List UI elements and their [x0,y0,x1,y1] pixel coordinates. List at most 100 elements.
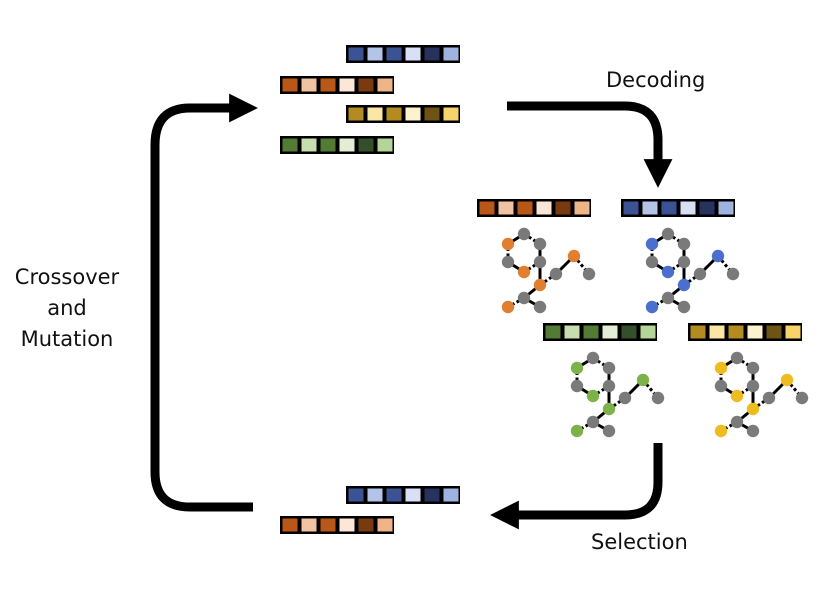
atom-highlight [533,278,547,292]
gene-cell [564,325,580,339]
gene-cell [358,78,374,92]
gene-cell [545,325,561,339]
gene-cell [785,325,801,339]
gene-cell [367,488,383,502]
selection-label: Selection [591,530,688,554]
gene-cell [339,138,355,152]
decoding-arrow [507,101,673,188]
gene-cell [301,138,317,152]
and-word: and [47,296,87,320]
gene-cell [536,201,552,215]
gene-cell [574,201,590,215]
gene-cell [766,325,782,339]
gene-cell [602,325,618,339]
atom [645,255,659,269]
atom-highlight [517,265,531,279]
crossover-arrow [150,93,258,512]
atom [730,351,744,365]
atom [677,300,691,314]
gene-cell [709,325,725,339]
atom [618,391,632,405]
gene-cell [555,201,571,215]
atom [533,300,547,314]
atom [693,267,707,281]
gene-cell [680,201,696,215]
atom [762,391,776,405]
gene-cell [424,107,440,121]
gene-cell [386,47,402,61]
selected-chromosome-blue [346,486,460,504]
gene-cell [728,325,744,339]
molecule-blue [645,227,740,314]
atom-highlight [501,300,515,314]
decoded-chromosome-gold [688,323,802,341]
atom [746,424,760,438]
gene-cell [339,78,355,92]
gene-cell [282,78,298,92]
selection-arrow [490,443,663,530]
atom [661,227,675,241]
gene-cell [424,47,440,61]
atom [726,267,740,281]
bond [716,255,735,275]
atom [549,267,563,281]
gene-cell [367,107,383,121]
gene-cell [405,488,421,502]
atom [661,291,675,305]
gene-cell [358,518,374,532]
atom-highlight [586,389,600,403]
atom [730,415,744,429]
atom-highlight [567,249,581,263]
population-chromosome-orange [280,76,394,94]
atom [677,237,691,251]
atom [746,361,760,375]
gene-cell [642,201,658,215]
molecule-gold [714,351,809,438]
atom [501,255,515,269]
atom [533,237,547,251]
gene-cell [348,107,364,121]
population-chromosome-blue [346,45,460,63]
atom [651,391,665,405]
gene-cell [386,107,402,121]
atom-highlight [602,402,616,416]
gene-cell [348,488,364,502]
gene-cell [320,78,336,92]
gene-cell [443,107,459,121]
gene-cell [377,78,393,92]
atom [582,267,596,281]
atom [517,291,531,305]
gene-cell [320,138,336,152]
atom [586,415,600,429]
atom-highlight [645,300,659,314]
gene-cell [377,518,393,532]
gene-cell [498,201,514,215]
crossover-word: Crossover [14,265,120,289]
atom [602,424,616,438]
decoded-chromosome-orange [477,199,591,217]
gene-cell [348,47,364,61]
gene-cell [282,138,298,152]
atom-highlight [636,373,650,387]
gene-cell [747,325,763,339]
atom [602,361,616,375]
atom [533,255,547,269]
decoded-chromosome-blue [621,199,735,217]
atom-highlight [780,373,794,387]
gene-cell [443,488,459,502]
atom [570,379,584,393]
atom [586,351,600,365]
crossover-mutation-label: Crossover and Mutation [12,262,122,355]
bond [572,255,591,275]
gene-cell [517,201,533,215]
selected-chromosome-orange [280,516,394,534]
gene-cell [690,325,706,339]
population-chromosome-gold [346,105,460,123]
gene-cell [699,201,715,215]
atom-highlight [730,389,744,403]
gene-cell [621,325,637,339]
molecule-orange [501,227,596,314]
molecule-green [570,351,665,438]
